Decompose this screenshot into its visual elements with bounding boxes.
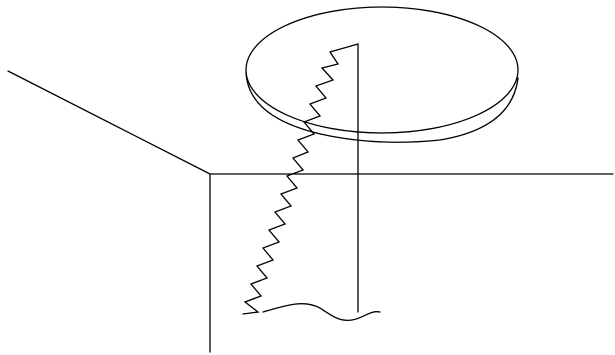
left-wall-line (8, 71, 210, 174)
ground-wavy-line (263, 304, 380, 321)
floating-disc (246, 7, 518, 142)
